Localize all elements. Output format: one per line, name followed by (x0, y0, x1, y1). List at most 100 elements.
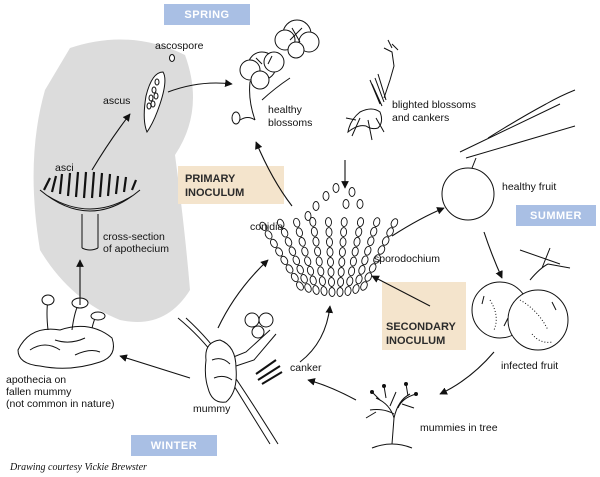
conidium-cell (318, 276, 326, 287)
conidium-cell (337, 267, 345, 277)
primary-inoculum-box: PRIMARY INOCULUM (178, 166, 284, 204)
mummy-branch-illustration (177, 312, 283, 445)
conidium-cell (360, 281, 368, 291)
conidium-cell (381, 236, 390, 246)
conidium-cell (340, 217, 348, 228)
conidium-cell (300, 274, 308, 284)
apothecium-cross-section (39, 171, 141, 251)
conidium-cell (355, 227, 363, 237)
conidium-cell (338, 247, 346, 258)
conidium-cell (338, 257, 346, 268)
arrow-infected-to-mummies (439, 351, 495, 395)
label-blighted-line2: and cankers (392, 112, 449, 124)
arrow-mummy-to-apothecia (119, 354, 191, 379)
secondary-inoculum-box: SECONDARY INOCULUM (382, 282, 466, 350)
conidium-cell (358, 265, 366, 275)
conidium-cell (390, 218, 399, 228)
label-apothecia-line1: apothecia on (6, 374, 66, 386)
conidium-cell (346, 276, 354, 287)
loose-conidium (332, 183, 340, 193)
conidium-cell (306, 265, 315, 276)
conidium-cell (355, 274, 363, 285)
conidium-cell (304, 283, 312, 293)
cycle-arrows (76, 79, 503, 401)
blighted-blossoms-illustration (345, 39, 399, 141)
conidium-cell (290, 272, 299, 283)
conidium-cell (386, 227, 394, 237)
conidium-cell (377, 245, 386, 255)
conidium-cell (259, 221, 268, 231)
conidium-cell (326, 237, 333, 248)
conidium-cell (339, 237, 347, 248)
label-healthy-fruit: healthy fruit (502, 181, 556, 193)
arrow-sporodochium-to-fruit (391, 207, 445, 237)
conidium-cell (325, 217, 332, 228)
label-apothecia-line2: fallen mummy (6, 386, 72, 398)
label-cross-section-line1: cross-section (103, 231, 165, 243)
loose-conidium (304, 211, 312, 221)
conidium-cell (312, 236, 320, 247)
conidium-cell (320, 286, 328, 296)
loose-conidium (312, 201, 320, 211)
label-canker: canker (290, 362, 322, 374)
label-ascospore: ascospore (155, 40, 204, 52)
secondary-inoculum-line1: SECONDARY (386, 321, 457, 333)
drawing-credit: Drawing courtesy Vickie Brewster (9, 462, 147, 473)
conidium-cell (293, 217, 301, 228)
conidium-cell (340, 227, 348, 238)
conidium-cell (373, 254, 381, 264)
label-mummies-in-tree: mummies in tree (420, 422, 498, 434)
conidium-cell (373, 217, 381, 227)
loose-conidium (356, 199, 364, 209)
conidium-cell (348, 266, 356, 277)
season-summer: SUMMER (516, 205, 596, 226)
healthy-fruit-illustration (441, 89, 576, 221)
conidium-cell (276, 218, 285, 229)
arrow-conidia-to-blossoms (255, 141, 293, 207)
conidium-cell (317, 266, 325, 277)
conidium-cell (304, 256, 312, 267)
conidium-cell (275, 247, 284, 257)
conidium-cell (309, 216, 317, 227)
loose-conidium (348, 187, 356, 197)
season-spring: SPRING (164, 4, 250, 25)
infected-fruit-illustration (471, 247, 571, 351)
conidium-cell (298, 237, 306, 247)
conidium-cell (284, 237, 293, 247)
conidium-cell (327, 267, 335, 277)
conidium-cell (349, 256, 357, 267)
conidium-cell (314, 246, 322, 257)
conidium-cell (336, 287, 344, 297)
conidium-cell (328, 277, 335, 287)
conidium-cell (356, 217, 365, 228)
conidium-cell (326, 247, 334, 257)
conidium-cell (352, 284, 360, 294)
season-winter: WINTER (131, 435, 217, 456)
conidium-cell (328, 287, 336, 297)
conidium-cell (292, 255, 301, 266)
conidium-cell (370, 226, 378, 237)
primary-inoculum-line2: INOCULUM (185, 187, 244, 199)
arrow-ascus-to-blossoms (167, 79, 233, 93)
conidium-cell (301, 246, 309, 257)
label-asci: asci (55, 162, 74, 174)
conidium-cell (295, 227, 303, 238)
conidium-cell (327, 257, 334, 267)
ascus-illustration (143, 54, 175, 134)
conidium-cell (296, 281, 304, 291)
conidium-cell (367, 236, 375, 247)
label-conidia: conidia (250, 221, 283, 233)
label-mummy: mummy (193, 403, 231, 415)
loose-conidium (342, 199, 350, 209)
label-ascus: ascus (103, 95, 130, 107)
label-blighted-line1: blighted blossoms (392, 99, 476, 111)
conidia-chains-illustration (259, 183, 399, 297)
conidium-cell (312, 285, 320, 295)
conidium-cell (361, 255, 369, 266)
conidium-cell (368, 263, 377, 273)
conidium-cell (344, 286, 352, 296)
loose-conidium (322, 191, 330, 201)
conidium-cell (364, 272, 373, 282)
label-healthy-blossoms-line1: healthy (268, 104, 303, 116)
